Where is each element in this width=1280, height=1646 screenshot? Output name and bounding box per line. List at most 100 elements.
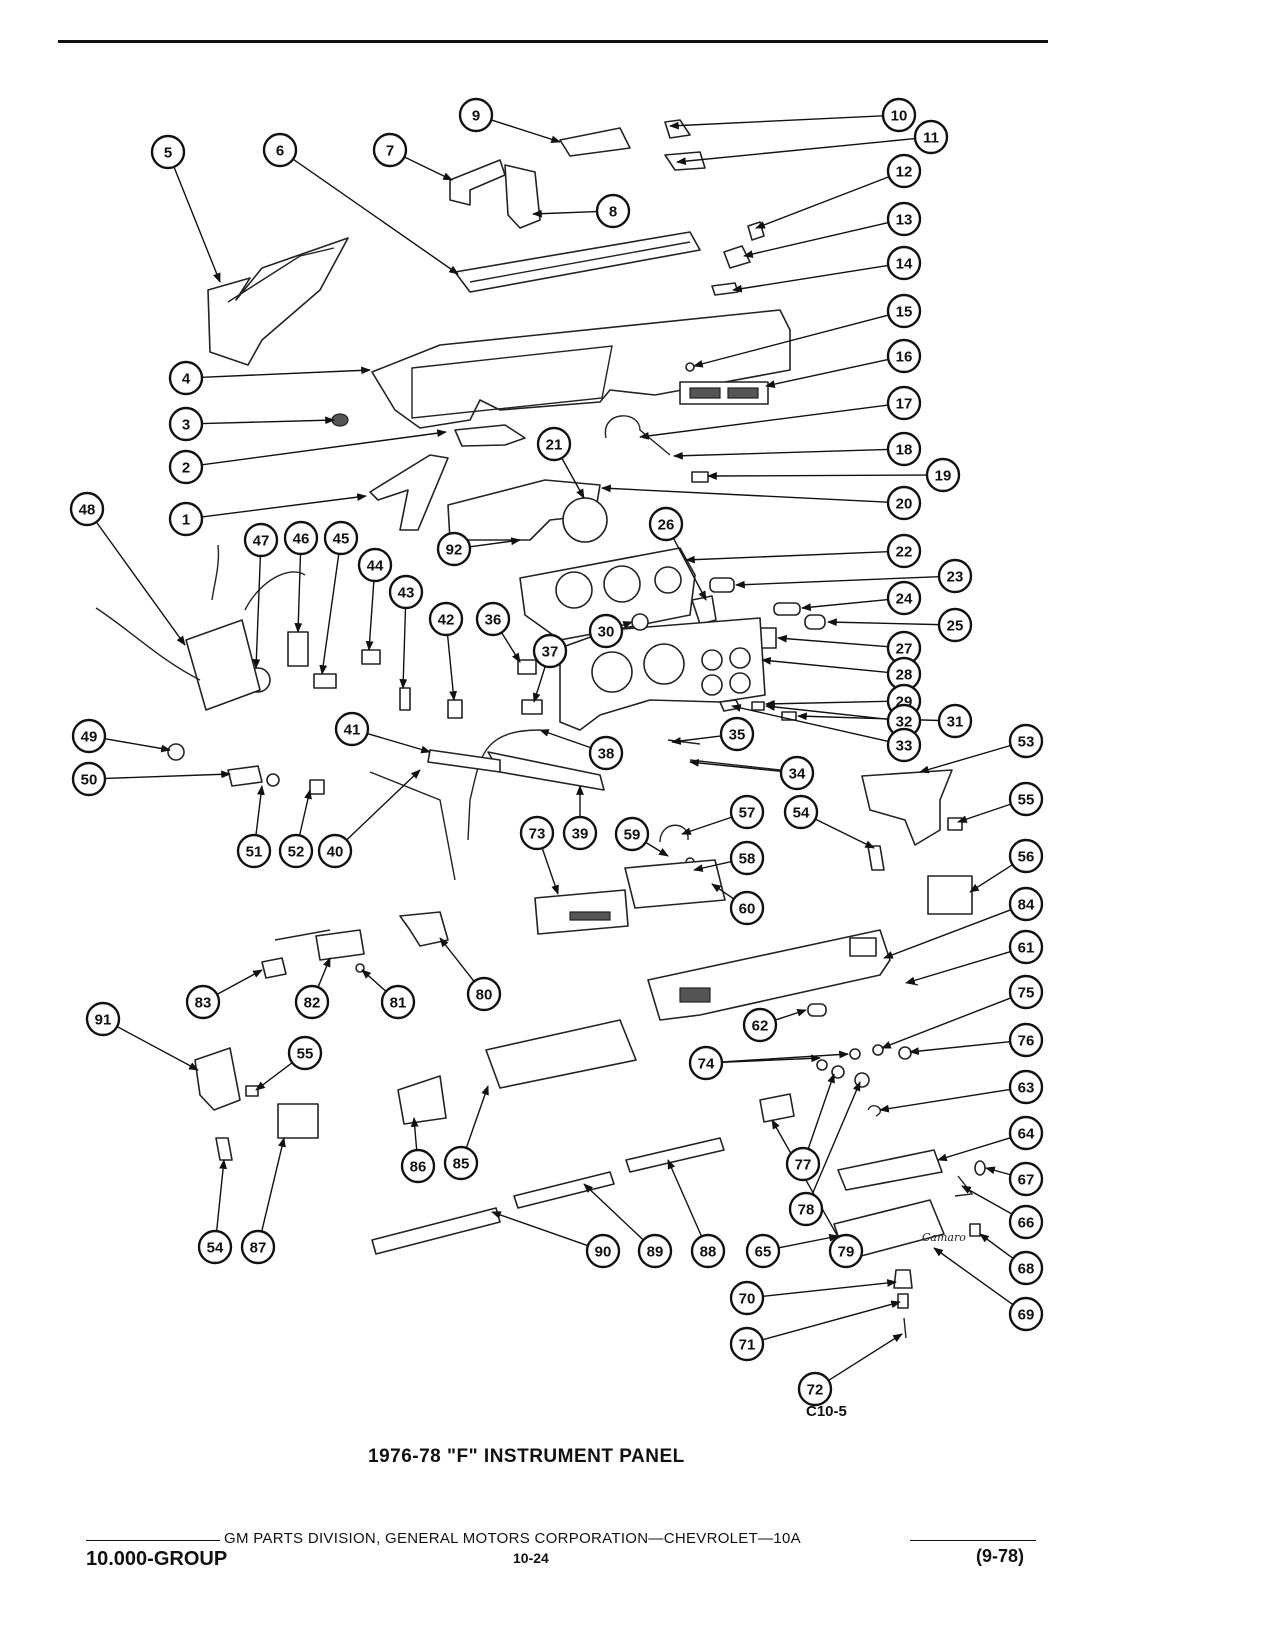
part-86-shape: [397, 1075, 447, 1125]
callout-circle: [262, 132, 298, 168]
footer-rule-right: [910, 1540, 1036, 1541]
part-79-shape: [759, 1093, 795, 1123]
part-52-shape: [309, 779, 325, 795]
callout-number: 72: [807, 1382, 824, 1399]
part-45-shape: [313, 673, 337, 689]
callout-number: 70: [739, 1291, 756, 1308]
callout-number: 79: [838, 1244, 855, 1261]
part-48-shape: [185, 619, 261, 711]
callout-number: 84: [1018, 897, 1035, 914]
callout-number: 14: [896, 256, 913, 273]
callout-77: 77: [785, 1146, 821, 1182]
callout-number: 51: [246, 844, 263, 861]
part-4-shape: [371, 309, 791, 429]
callout-10: 10: [881, 97, 917, 133]
part-91-shape: [194, 1047, 241, 1111]
callout-number: 5: [164, 145, 172, 162]
leader-line-7: [404, 156, 453, 181]
callout-62: 62: [742, 1007, 778, 1043]
callout-90: 90: [585, 1233, 621, 1269]
callout-circle: [913, 119, 949, 155]
leader-line-20: [601, 484, 889, 503]
leader-line-50: [104, 770, 231, 780]
callout-number: 60: [739, 901, 756, 918]
callout-number: 2: [182, 460, 190, 477]
part-64-shape: [837, 1149, 943, 1191]
part-87-shape: [277, 1103, 319, 1139]
leader-line-16: [765, 358, 889, 388]
leader-line-43: [399, 607, 408, 689]
callout-circle: [243, 522, 279, 558]
callout-circle: [287, 1035, 323, 1071]
callout-50: 50: [71, 761, 107, 797]
callout-44: 44: [357, 547, 393, 583]
part-28-shape: [719, 699, 741, 712]
callout-circle: [240, 1229, 276, 1265]
part-71-shape: [897, 1293, 909, 1309]
leader-line-54: [215, 1159, 227, 1232]
callout-circle: [197, 1229, 233, 1265]
callout-78: 78: [788, 1191, 824, 1227]
callout-circle: [278, 833, 314, 869]
callout-number: 78: [798, 1202, 815, 1219]
leader-line-28: [761, 656, 889, 674]
leader-line-24: [801, 598, 889, 612]
part-76-shape: [898, 1046, 912, 1060]
part-60-shape: [624, 859, 726, 909]
callout-number: 85: [453, 1156, 470, 1173]
callout-number: 92: [446, 542, 463, 559]
callout-number: 82: [304, 995, 321, 1012]
part-57-shape: [659, 824, 689, 843]
callout-number: 26: [658, 517, 675, 534]
callout-circle: [334, 711, 370, 747]
part-88-shape: [625, 1137, 725, 1173]
leader-line-29: [765, 699, 889, 708]
callout-number: 91: [95, 1012, 112, 1029]
callout-91: 91: [85, 1001, 121, 1037]
leader-line-42: [446, 634, 458, 701]
callout-number: 68: [1018, 1261, 1035, 1278]
part-42-shape: [447, 699, 463, 719]
callout-number: 12: [896, 164, 913, 181]
leader-line-22: [685, 550, 889, 564]
part-24-shape: [773, 602, 801, 616]
callout-number: 86: [410, 1159, 427, 1176]
part-61-shape: [907, 982, 919, 986]
callout-circle: [1008, 1069, 1044, 1105]
leader-line-14: [732, 264, 889, 293]
figure-code: C10-5: [806, 1403, 847, 1420]
callout-37: 37: [532, 633, 568, 669]
callout-number: 40: [327, 844, 344, 861]
leader-line-77: [807, 1073, 835, 1150]
callout-number: 49: [81, 729, 98, 746]
callout-22: 22: [886, 533, 922, 569]
callout-43: 43: [388, 574, 424, 610]
leader-line-15: [693, 314, 889, 368]
callout-81: 81: [380, 984, 416, 1020]
part-44-shape: [361, 649, 381, 665]
callout-number: 64: [1018, 1126, 1035, 1143]
callout-number: 21: [546, 437, 563, 454]
callout-20: 20: [886, 485, 922, 521]
figure-title: 1976-78 "F" INSTRUMENT PANEL: [368, 1446, 685, 1467]
callout-circle: [317, 833, 353, 869]
callout-circle: [886, 153, 922, 189]
callout-circle: [1008, 1204, 1044, 1240]
callout-circle: [466, 976, 502, 1012]
leader-line-34: [689, 759, 782, 773]
part-49-shape: [167, 743, 185, 761]
callout-26: 26: [648, 506, 684, 542]
part-53-shape: [861, 769, 953, 846]
callout-75: 75: [1008, 974, 1044, 1010]
part-7-shape: [449, 159, 506, 206]
callout-38: 38: [588, 735, 624, 771]
part-37-shape: [521, 699, 543, 715]
callout-number: 57: [739, 805, 756, 822]
callout-number: 10: [891, 108, 908, 125]
callout-circle: [1008, 838, 1044, 874]
part-75-shape: [872, 1044, 884, 1056]
callout-24: 24: [886, 580, 922, 616]
callout-number: 1: [182, 512, 190, 529]
callout-number: 8: [609, 204, 617, 221]
callout-18: 18: [886, 431, 922, 467]
